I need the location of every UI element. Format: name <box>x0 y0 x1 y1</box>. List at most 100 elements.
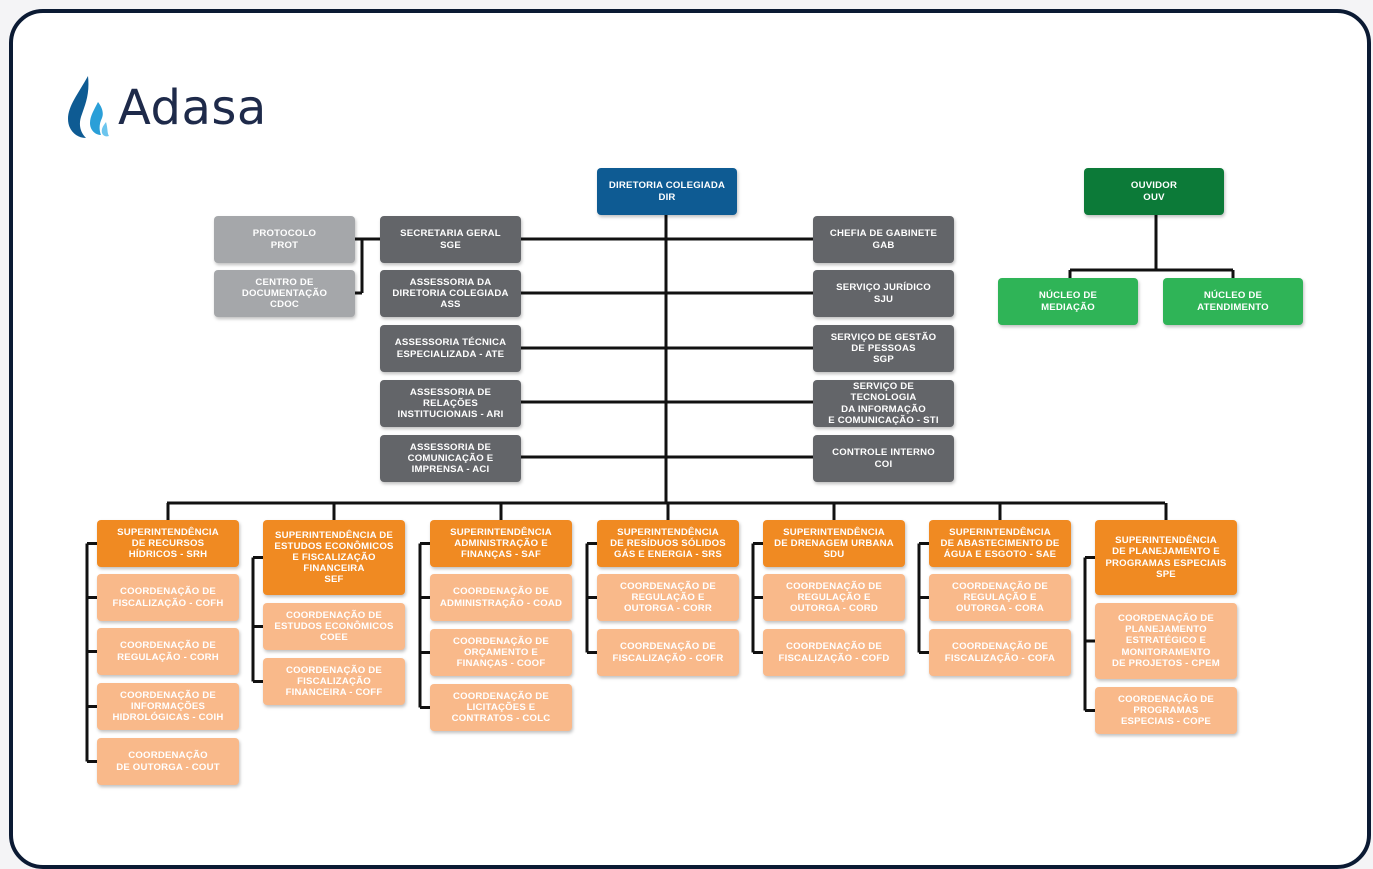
box-line: COORDENAÇÃO DE <box>452 586 550 598</box>
box-line: ATENDIMENTO <box>1197 301 1269 313</box>
box-line: ASSESSORIA DE <box>409 441 492 453</box>
box-line: COORDENAÇÃO DE <box>619 580 717 592</box>
box-line: LICITAÇÕES E <box>466 701 536 713</box>
box-line: COORDENAÇÃO DE <box>119 586 217 598</box>
box-line: IMPRENSA - ACI <box>411 464 490 476</box>
box-line: PROT <box>270 239 299 251</box>
box-line: COORDENAÇÃO DE <box>1117 613 1215 625</box>
box-line: HIDROLÓGICAS - COIH <box>112 712 224 724</box>
box-line: COORDENAÇÃO DE <box>1117 693 1215 705</box>
box-line: DE PESSOAS <box>851 342 916 354</box>
box-line: PLANEJAMENTO <box>1125 624 1207 636</box>
box-line: ADMINISTRAÇÃO E <box>454 537 548 549</box>
box-line: COMUNICAÇÃO E <box>407 452 494 464</box>
box-line: DE ABASTECIMENTO DE <box>940 537 1060 549</box>
box-line: FINANCEIRA - COFF <box>285 687 383 699</box>
box-line: SUPERINTENDÊNCIA <box>617 526 719 538</box>
box-line: OUTORGA - CORD <box>789 603 879 615</box>
box-line: DA INFORMAÇÃO <box>841 403 926 415</box>
box-line: SEF <box>324 574 344 586</box>
box-line: FISCALIZAÇÃO - COFD <box>778 652 890 664</box>
box-line: CENTRO DE <box>255 276 314 288</box>
box-line: OUV <box>1143 191 1165 203</box>
box-line: REGULAÇÃO E <box>631 591 705 603</box>
box-line: MONITORAMENTO <box>1121 646 1211 658</box>
box-line: INFORMAÇÕES <box>130 700 206 712</box>
box-line: PROGRAMAS <box>1133 704 1199 716</box>
box-line: COORDENAÇÃO DE <box>452 635 550 647</box>
box-line: SUPERINTENDÊNCIA DE <box>274 529 394 541</box>
box-line: MEDIAÇÃO <box>1041 301 1095 313</box>
box-line: FISCALIZAÇÃO - COFA <box>944 652 1056 664</box>
box-line: ESTRATÉGICO E <box>1125 635 1207 647</box>
box-line: SECRETARIA GERAL <box>400 228 501 240</box>
box-line: E FISCALIZAÇÃO <box>292 551 376 563</box>
box-line: SUPERINTENDÊNCIA <box>117 526 219 538</box>
box-line: COORDENAÇÃO DE <box>285 664 383 676</box>
box-line: NÚCLEO DE <box>1038 290 1098 302</box>
box-line: ASS <box>440 299 461 311</box>
box-line: FINANÇAS - COOF <box>456 658 546 670</box>
box-line: COORDENAÇÃO DE <box>785 641 883 653</box>
box-line: SDU <box>823 549 845 561</box>
box-line: COORDENAÇÃO DE <box>119 689 217 701</box>
box-line: ESTUDOS ECONÔMICOS <box>274 540 394 552</box>
box-line: COORDENAÇÃO DE <box>951 580 1049 592</box>
box-line: COEE <box>320 632 348 644</box>
box-line: DE RECURSOS <box>131 537 205 549</box>
box-line: ASSESSORIA DE <box>409 386 492 398</box>
box-line: COORDENAÇÃO DE <box>951 641 1049 653</box>
box-line: COI <box>874 458 893 470</box>
box-line: SUPERINTENDÊNCIA <box>1115 535 1217 547</box>
box-line: FISCALIZAÇÃO - COFR <box>612 652 724 664</box>
box-line: SUPERINTENDÊNCIA <box>949 526 1051 538</box>
box-line: COORDENAÇÃO <box>128 750 208 762</box>
box-line: DE RESÍDUOS SÓLIDOS <box>610 537 726 549</box>
box-line: REGULAÇÃO E <box>797 591 871 603</box>
box-line: OUTORGA - CORA <box>955 603 1045 615</box>
box-line: SUPERINTENDÊNCIA <box>450 526 552 538</box>
box-line: CDOC <box>269 299 300 311</box>
box-line: HÍDRICOS - SRH <box>128 549 208 561</box>
box-line: SGP <box>873 354 894 366</box>
box-line: REGULAÇÃO E <box>963 591 1037 603</box>
box-line: RELAÇÕES <box>423 397 478 409</box>
box-line: OUTORGA - CORR <box>623 603 713 615</box>
box-line: GAB <box>872 239 895 251</box>
box-line: DE PLANEJAMENTO E <box>1112 546 1220 558</box>
box-line: E COMUNICAÇÃO - STI <box>828 414 939 426</box>
box-line: FINANÇAS - SAF <box>460 549 542 561</box>
box-line: PROTOCOLO <box>252 228 317 240</box>
box-line: SGE <box>440 239 461 251</box>
box-line: SPE <box>1156 568 1176 580</box>
box-line: ESTUDOS ECONÔMICOS <box>274 620 394 632</box>
box-line: SERVIÇO JURÍDICO <box>836 282 931 294</box>
box-line: DE OUTORGA - COUT <box>116 761 220 773</box>
